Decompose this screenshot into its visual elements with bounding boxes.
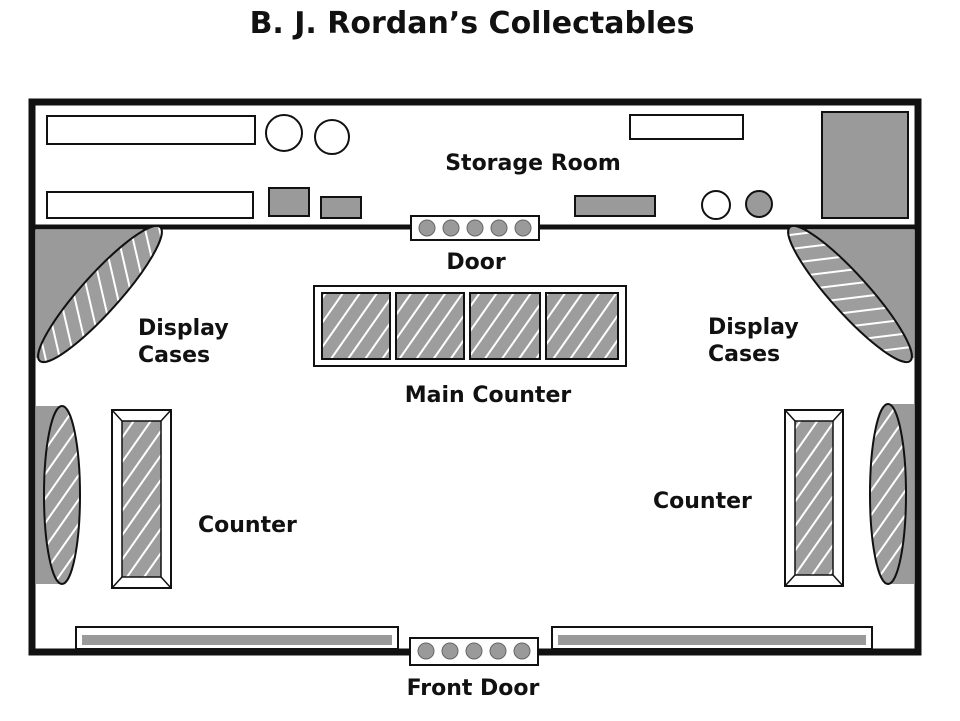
storage-shelf (629, 114, 744, 140)
storage-crate (821, 111, 909, 219)
door-label: Door (446, 250, 505, 275)
storage-box (268, 187, 310, 217)
counter-left (111, 409, 172, 589)
storage-room-label: Storage Room (445, 151, 621, 176)
display-case-left-wall (36, 405, 81, 585)
storage-barrel (745, 190, 773, 218)
counter-right-label: Counter (653, 489, 752, 514)
front-door-label: Front Door (407, 676, 540, 701)
interior-door (410, 215, 540, 241)
front-shelf-right (551, 626, 873, 650)
main-counter (313, 285, 627, 367)
main-counter-label: Main Counter (405, 383, 572, 408)
display-case-right-wall (869, 403, 914, 585)
display-case-left-top (36, 224, 163, 364)
diagram-title: B. J. Rordan’s Collectables (250, 6, 695, 41)
storage-shelf (46, 191, 254, 219)
storage-barrel (701, 190, 731, 220)
front-door (409, 637, 539, 666)
counter-left-label: Counter (198, 513, 297, 538)
storage-barrel (314, 119, 350, 155)
display-case-right-top (787, 224, 914, 364)
storage-room: Storage Room (46, 111, 909, 220)
storage-box (574, 195, 656, 217)
storage-box (320, 196, 362, 219)
counter-right (784, 409, 844, 587)
storage-shelf (46, 115, 256, 145)
front-shelf-left (75, 626, 399, 650)
storage-barrel (265, 114, 303, 152)
